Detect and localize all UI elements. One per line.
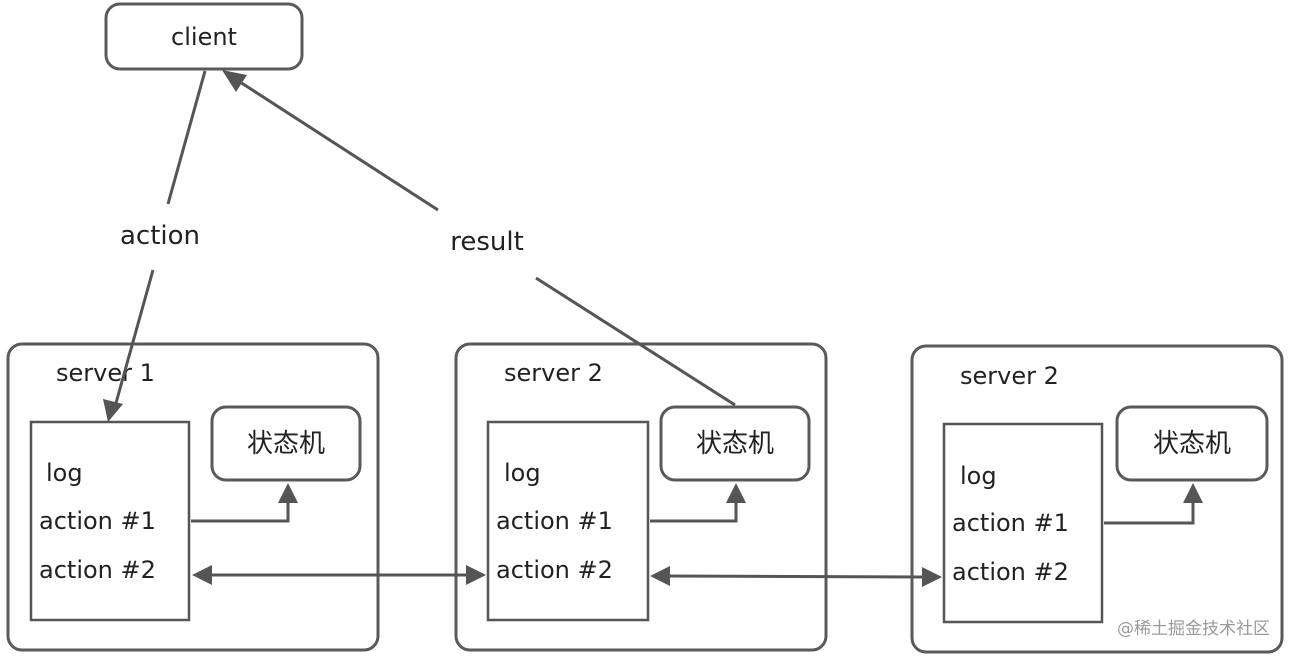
server-2-log-entry-2: action #2: [496, 556, 613, 584]
server-2-state-machine-label: 状态机: [696, 429, 774, 459]
server-2-state-machine-box: [659, 405, 811, 482]
server-3-state-machine-box: [1115, 405, 1269, 482]
server-2-log-entry-1: action #1: [496, 507, 613, 535]
replication-edge-2-3: [650, 566, 942, 587]
server-1: server 1 log action #1 action #2 状态机: [6, 342, 380, 652]
result-edge-upper: [239, 80, 439, 212]
server-1-log-entry-1: action #1: [39, 507, 156, 535]
server-2-log-box: [486, 420, 650, 622]
replication-edge-2-3-line: [667, 574, 925, 579]
server-3-log-entry-1: action #1: [952, 509, 1069, 537]
apply-edge-server-2: [650, 483, 746, 523]
action-edge-upper: [166, 70, 207, 205]
apply-edge-server-3-line: [1104, 502, 1195, 525]
action-edge-label: action: [120, 221, 200, 251]
result-edge-label: result: [450, 227, 524, 257]
result-edge-lower: [535, 276, 736, 407]
server-3-state-machine-label: 状态机: [1153, 429, 1231, 459]
replication-edge-2-3-right-arrowhead: [922, 567, 942, 587]
server-3-title: server 2: [960, 362, 1059, 390]
action-edge: action: [103, 70, 207, 422]
result-edge: result: [222, 70, 736, 407]
server-2-log-header: log: [504, 459, 541, 487]
apply-edge-server-1: [191, 483, 298, 523]
apply-edge-server-1-line: [191, 502, 290, 523]
apply-edge-server-2-line: [650, 502, 738, 523]
replication-edge-1-2-left-arrowhead: [192, 565, 212, 585]
server-1-log-header: log: [46, 459, 83, 487]
server-3-log-box: [942, 422, 1104, 624]
apply-arrowhead-server-1: [278, 483, 298, 503]
client-node: client: [104, 2, 304, 71]
action-edge-lower: [114, 269, 155, 404]
replication-edge-1-2-right-arrowhead: [466, 565, 486, 585]
server-2-title: server 2: [504, 359, 603, 387]
server-2: server 2 log action #1 action #2 状态机: [454, 342, 828, 652]
client-label: client: [171, 23, 237, 51]
server-3: server 2 log action #1 action #2 状态机: [910, 344, 1284, 654]
server-1-title: server 1: [56, 359, 155, 387]
replication-edge-1-2: [192, 565, 486, 585]
client-box: [104, 2, 304, 71]
replication-edge-2-3-left-arrowhead: [650, 566, 670, 586]
action-arrowhead: [103, 399, 123, 422]
result-arrowhead: [222, 70, 247, 92]
server-1-log-entry-2: action #2: [39, 556, 156, 584]
apply-arrowhead-server-2: [726, 483, 746, 503]
server-1-log-box: [29, 420, 191, 622]
apply-edge-server-3: [1104, 483, 1203, 525]
watermark: @稀土掘金技术社区: [1117, 619, 1270, 639]
apply-arrowhead-server-3: [1183, 483, 1203, 503]
server-1-state-machine-box: [210, 405, 362, 482]
server-1-state-machine-label: 状态机: [247, 429, 325, 459]
server-3-log-header: log: [960, 462, 997, 490]
server-3-log-entry-2: action #2: [952, 558, 1069, 586]
